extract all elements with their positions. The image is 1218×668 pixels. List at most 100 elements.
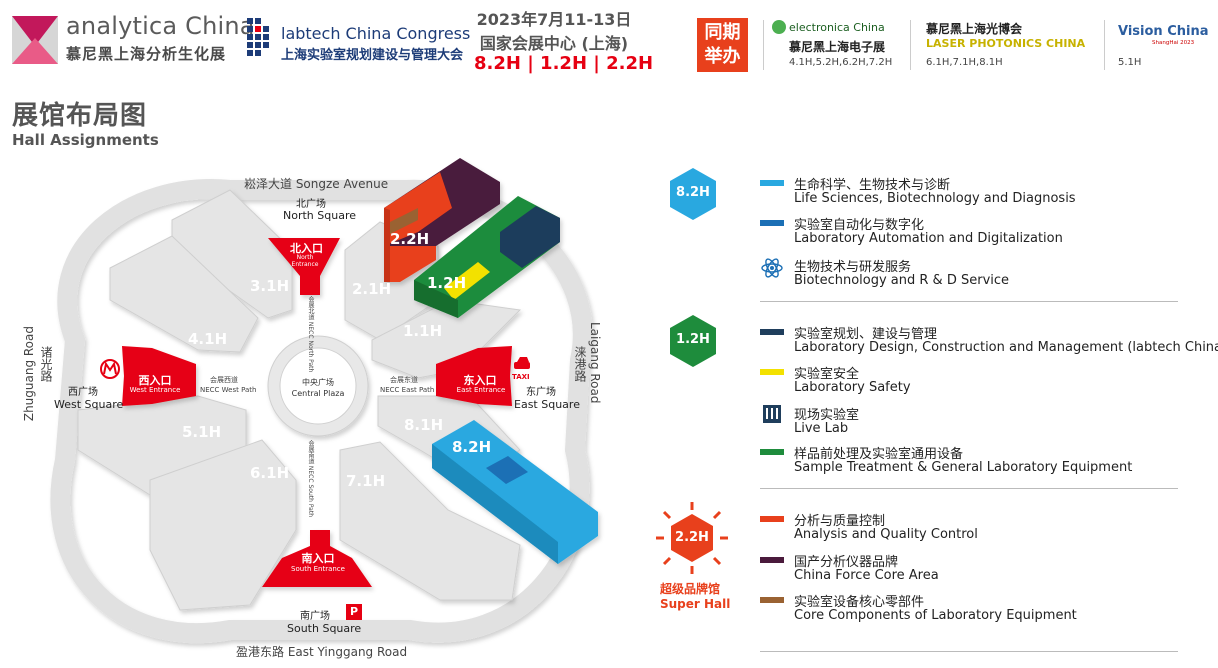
road-east-cn: 涞港路	[573, 346, 587, 382]
vision-name: Vision China	[1118, 24, 1209, 39]
hall-label-3-1: 3.1H	[250, 277, 290, 295]
legend-divider	[760, 488, 1178, 489]
east-square-en: East Square	[514, 398, 580, 411]
hall-label-7-1: 7.1H	[346, 472, 386, 490]
laser-cn: 慕尼黑上海光博会	[926, 22, 1023, 36]
east-square-cn: 东广场	[526, 387, 556, 398]
event-venue: 国家会展中心 (上海)	[479, 34, 629, 53]
legend-cn: 生物技术与研发服务	[794, 260, 912, 275]
legend-cn: 实验室自动化与数字化	[794, 218, 925, 233]
legend-en: Laboratory Safety	[794, 380, 911, 395]
swatch-red	[760, 516, 784, 522]
legend-cn: 实验室设备核心零部件	[794, 595, 925, 610]
north-entrance-shape	[268, 238, 340, 295]
lab-icon	[763, 405, 781, 423]
laser-halls: 6.1H,7.1H,8.1H	[926, 57, 1003, 68]
metro-icon	[100, 359, 120, 379]
hall-label-2-2: 2.2H	[390, 230, 430, 248]
east-path-en: NECC East Path	[380, 386, 435, 394]
header: analytica China 慕尼黑上海分析生化展 labtech China…	[0, 0, 1218, 84]
electronica-name: electronica China	[789, 21, 885, 34]
concurrent-badge: 同期举办	[697, 18, 748, 72]
west-path-en: NECC West Path	[200, 386, 257, 394]
electronica-logo-icon	[772, 20, 786, 34]
legend-en: Laboratory Automation and Digitalization	[794, 231, 1063, 246]
east-entrance-cn: 东入口	[463, 374, 497, 387]
swatch-brown	[760, 597, 784, 603]
west-square-en: West Square	[54, 398, 124, 411]
south-entrance-shape	[262, 530, 372, 587]
hex-label-8-2: 8.2H	[676, 185, 710, 200]
super-hall-en: Super Hall	[660, 597, 731, 611]
swatch-light-blue	[760, 180, 784, 186]
analytica-logo-icon	[12, 16, 58, 64]
legend-en: Life Sciences, Biotechnology and Diagnos…	[794, 191, 1076, 206]
west-entrance-en: West Entrance	[129, 386, 181, 394]
road-east-en: Laigang Road	[588, 322, 602, 404]
legend-en: Analysis and Quality Control	[794, 527, 978, 542]
east-path-cn: 会展东道	[390, 376, 418, 384]
legend-cn: 分析与质量控制	[794, 514, 886, 529]
atom-icon	[761, 258, 783, 278]
taxi-icon	[514, 357, 530, 369]
south-square-cn: 南广场	[300, 611, 330, 622]
divider	[910, 20, 911, 70]
vision-halls: 5.1H	[1118, 57, 1142, 68]
page-subtitle: Hall Assignments	[12, 131, 159, 149]
hex-badge-2-2: 2.2H	[652, 500, 732, 576]
legend-en: Biotechnology and R & D Service	[794, 273, 1010, 288]
venue-map: 崧泽大道 Songze Avenue 盈港东路 East Yinggang Ro…	[0, 150, 640, 668]
central-plaza-cn: 中央广场	[302, 378, 334, 387]
legend-cn: 生命科学、生物技术与诊断	[794, 178, 951, 193]
legend-en: Core Components of Laboratory Equipment	[794, 608, 1077, 623]
divider	[1104, 20, 1105, 70]
hall-label-4-1: 4.1H	[188, 330, 228, 348]
hall-4-1	[109, 235, 259, 353]
hex-badge-1-2: 1.2H	[670, 315, 716, 367]
road-north: 崧泽大道 Songze Avenue	[244, 177, 389, 191]
swatch-yellow	[760, 369, 784, 375]
analytica-sub: 慕尼黑上海分析生化展	[66, 45, 227, 63]
legend-en: Laboratory Design, Construction and Mana…	[794, 340, 1218, 355]
east-entrance-en: East Entrance	[456, 386, 506, 394]
ring-road	[50, 179, 593, 644]
labtech-logo-icon	[247, 18, 269, 56]
legend-cn: 现场实验室	[794, 408, 860, 423]
swatch-green	[760, 449, 784, 455]
north-entrance-cn: 北入口	[290, 242, 323, 255]
hex-label-2-2: 2.2H	[675, 530, 709, 545]
legend-cn: 样品前处理及实验室通用设备	[794, 447, 964, 462]
hall-label-5-1: 5.1H	[182, 423, 222, 441]
hall-7-1	[339, 441, 521, 601]
west-path-cn: 会展西道	[210, 376, 238, 384]
south-entrance-en: South Entrance	[291, 565, 345, 573]
hall-6-1	[149, 439, 297, 611]
hall-label-1-1: 1.1H	[403, 322, 443, 340]
electronica-halls: 4.1H,5.2H,6.2H,7.2H	[789, 57, 893, 68]
labtech-sub: 上海实验室规划建设与管理大会	[281, 48, 464, 63]
hall-2-2	[384, 158, 500, 282]
page-title: 展馆布局图	[12, 101, 148, 131]
divider	[763, 20, 764, 70]
north-square-cn: 北广场	[296, 199, 326, 210]
legend: 8.2H 生命科学、生物技术与诊断 Life Sciences, Biotech…	[650, 160, 1218, 668]
map-drawing	[50, 158, 598, 644]
labtech-name: labtech China Congress	[281, 24, 471, 43]
legend-cn: 实验室安全	[794, 367, 860, 382]
hall-label-2-1: 2.1H	[352, 280, 392, 298]
hall-label-1-2: 1.2H	[427, 274, 467, 292]
hex-label-1-2: 1.2H	[676, 332, 710, 347]
electronica-sub: 慕尼黑上海电子展	[789, 40, 886, 54]
vision-sub: ShangHai 2023	[1152, 40, 1195, 46]
hall-label-8-1: 8.1H	[404, 416, 444, 434]
south-entrance-cn: 南入口	[301, 552, 335, 565]
hall-label-6-1: 6.1H	[250, 464, 290, 482]
legend-cn: 国产分析仪器品牌	[794, 555, 899, 570]
hall-1-2	[414, 196, 560, 318]
road-south: 盈港东路 East Yinggang Road	[236, 645, 408, 659]
legend-en: China Force Core Area	[794, 568, 939, 583]
central-plaza-en: Central Plaza	[291, 389, 345, 398]
super-hall-cn: 超级品牌馆	[660, 582, 721, 596]
north-entrance-en: North Entrance	[291, 254, 319, 268]
legend-divider	[760, 651, 1178, 652]
